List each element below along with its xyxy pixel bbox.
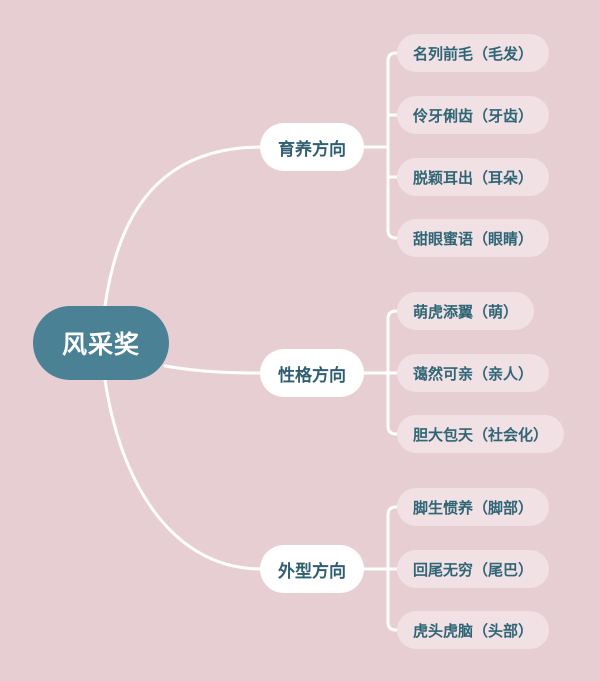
connector-root-to-appearance [103, 378, 264, 571]
root-node: 风采奖 [33, 306, 169, 380]
branch-node-appearance: 外型方向 [260, 545, 364, 593]
leaf-node-social: 胆大包天（社会化） [397, 415, 565, 453]
leaf-node-ears: 脱颖耳出（耳朵） [397, 158, 550, 196]
connector-nurture-spine [386, 51, 401, 240]
branch-node-temperament: 性格方向 [260, 349, 364, 397]
leaf-node-paws: 脚生惯养（脚部） [397, 488, 550, 526]
connector-root-to-nurture [103, 145, 264, 308]
branch-node-nurture: 育养方向 [260, 123, 364, 171]
leaf-node-cute: 萌虎添翼（萌） [397, 292, 535, 330]
connector-root-to-temperament [163, 364, 264, 375]
leaf-node-fur: 名列前毛（毛发） [397, 34, 550, 72]
leaf-node-head: 虎头虎脑（头部） [397, 611, 550, 649]
leaf-node-friendly: 蔼然可亲（亲人） [397, 354, 550, 392]
leaf-node-teeth: 伶牙俐齿（牙齿） [397, 96, 550, 134]
leaf-node-eyes: 甜眼蜜语（眼睛） [397, 219, 550, 257]
leaf-node-tail: 回尾无穷（尾巴） [397, 550, 550, 588]
